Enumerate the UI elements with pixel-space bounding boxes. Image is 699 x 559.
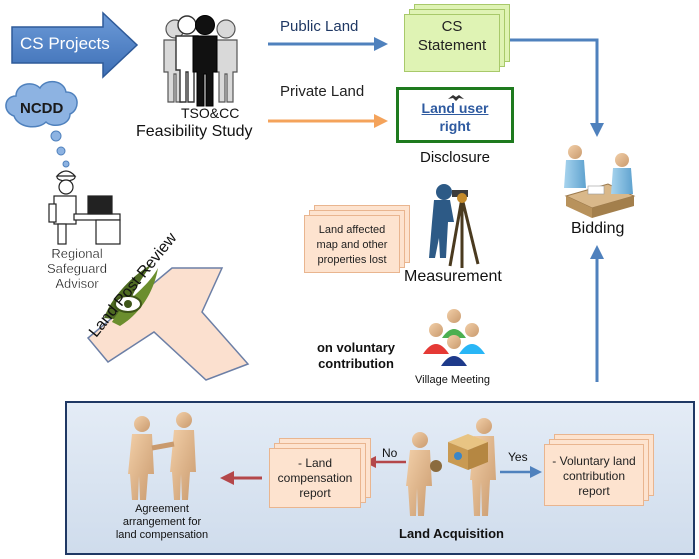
voluntary-line1: on voluntary — [316, 340, 395, 355]
eagle-seal-icon — [447, 90, 465, 101]
public-land-label: Public Land — [280, 18, 359, 35]
comp-line2: compensation — [277, 471, 353, 485]
cs-statement-line2: Statement — [417, 37, 487, 54]
agreement-label: Agreement arrangement for land compensat… — [98, 503, 226, 542]
ncdd-label: NCDD — [20, 100, 64, 117]
cs-statement-doc: CS Statement — [404, 14, 500, 72]
voluntary-contribution-label: on voluntary contribution — [308, 340, 404, 372]
public-land-arrow — [268, 37, 388, 51]
surveyor-icon — [429, 184, 480, 268]
measurement-label: Measurement — [404, 268, 502, 285]
disclosure-label: Disclosure — [420, 149, 491, 166]
eye-logo-icon — [104, 264, 158, 326]
cs-projects-arrow — [11, 11, 139, 79]
people-icon — [163, 15, 238, 107]
land-acquisition-label: Land Acquisition — [399, 526, 504, 541]
land-affected-line2: map and other — [316, 239, 388, 251]
vol-line2: contribution — [562, 469, 626, 483]
vol-line3: report — [578, 484, 610, 498]
private-land-arrow — [268, 114, 388, 128]
village-meeting-label: Village Meeting — [415, 374, 491, 386]
agreement-line2: arrangement for — [122, 516, 202, 528]
cloud-icon — [5, 80, 78, 168]
land-compensation-doc: - Land compensation report — [269, 448, 361, 508]
no-label: No — [382, 446, 398, 460]
statement-to-bidding-arrow — [508, 38, 604, 137]
comp-line3: report — [299, 486, 331, 500]
voluntary-report-doc: - Voluntary land contribution report — [544, 444, 644, 506]
tso-cc-label: TSO&CC — [181, 105, 240, 121]
feasibility-study-label: Feasibility Study — [136, 123, 253, 140]
private-land-label: Private Land — [280, 83, 365, 100]
regional-safeguard-advisor-label: Regional Safeguard Advisor — [42, 246, 112, 291]
land-affected-line3: properties lost — [317, 254, 387, 266]
bidding-label: Bidding — [571, 220, 625, 237]
to-agreement-arrow — [220, 471, 262, 485]
voluntary-line2: contribution — [318, 356, 394, 371]
land-user-right-box: Land user right — [396, 87, 514, 143]
regional-line3: Advisor — [55, 276, 99, 291]
land-post-review-shape — [86, 267, 250, 381]
advisor-icon — [48, 170, 121, 245]
comp-line1: - Land — [297, 456, 333, 470]
handshake-icon — [128, 412, 196, 500]
land-affected-line1: Land affected — [318, 224, 386, 236]
meeting-people-icon — [423, 309, 485, 366]
agreement-line1: Agreement — [135, 503, 189, 515]
cs-statement-line1: CS — [441, 18, 463, 35]
land-user-line1: Land user — [421, 100, 489, 116]
land-user-line2: right — [439, 118, 471, 134]
bidding-people-icon — [564, 145, 636, 218]
vol-line1: - Voluntary land — [552, 454, 636, 468]
cs-projects-label: CS Projects — [20, 34, 110, 53]
land-affected-doc: Land affected map and other properties l… — [304, 215, 400, 273]
regional-line1: Regional — [51, 246, 103, 261]
yes-arrow — [500, 466, 542, 478]
acquisition-to-bidding-arrow — [590, 245, 604, 382]
regional-line2: Safeguard — [47, 261, 107, 276]
person-with-box-icon — [406, 418, 496, 516]
agreement-line3: land compensation — [115, 529, 209, 541]
yes-label: Yes — [508, 450, 528, 464]
